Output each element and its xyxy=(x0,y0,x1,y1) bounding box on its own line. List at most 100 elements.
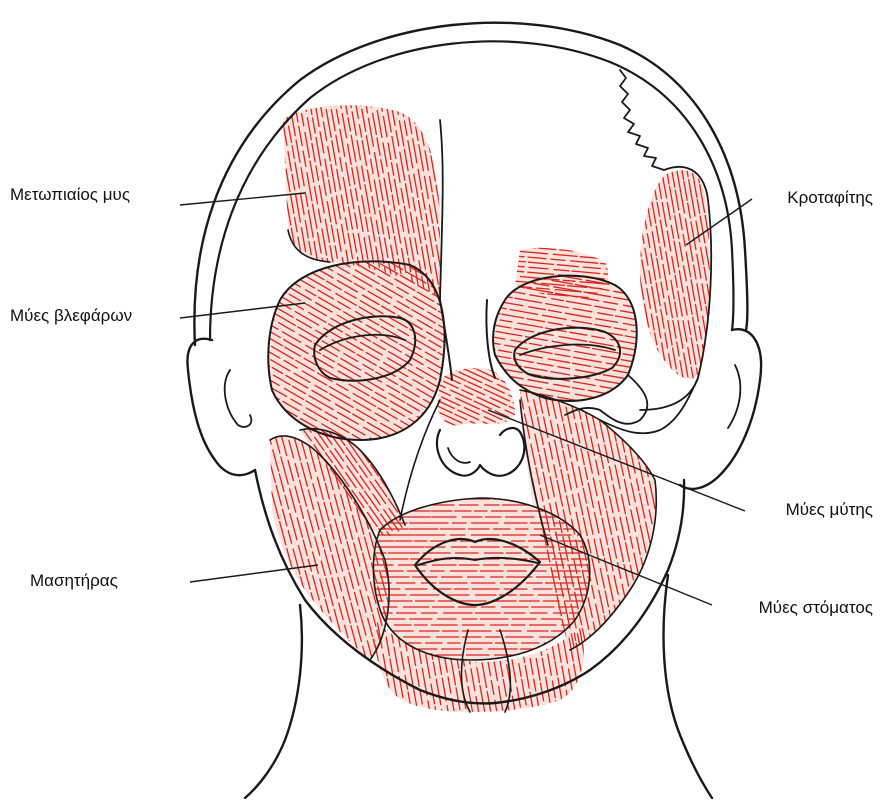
muscle-fiber xyxy=(215,603,222,627)
muscle-fiber xyxy=(226,578,233,602)
muscle-fiber xyxy=(259,273,262,291)
muscle-fiber xyxy=(536,229,561,233)
muscle-fiber xyxy=(465,34,466,37)
muscle-fiber xyxy=(697,445,701,466)
muscle-fiber xyxy=(438,79,440,88)
muscle-fiber xyxy=(805,292,807,306)
muscle-fiber xyxy=(649,383,662,385)
muscle-fiber xyxy=(262,265,268,269)
muscle-fiber xyxy=(435,64,436,67)
muscle-fiber xyxy=(435,65,436,73)
muscle-fiber xyxy=(492,227,502,229)
muscle-fiber xyxy=(663,516,668,542)
muscle-fiber xyxy=(499,235,510,236)
muscle-fiber xyxy=(773,632,778,656)
muscle-fiber xyxy=(409,426,414,445)
muscle-fiber xyxy=(781,183,782,190)
muscle-fiber xyxy=(218,419,231,427)
muscle-fiber xyxy=(444,170,448,194)
muscle-fiber xyxy=(726,609,730,626)
muscle-fiber xyxy=(326,673,332,695)
muscle-fiber xyxy=(730,358,733,375)
muscle-fiber xyxy=(488,304,503,305)
muscle-fiber xyxy=(463,52,464,55)
muscle-fiber xyxy=(271,249,281,255)
muscle-fiber xyxy=(692,566,698,592)
muscle-fiber xyxy=(777,132,779,142)
muscle-fiber xyxy=(744,147,745,151)
muscle-fiber xyxy=(473,109,478,137)
muscle-fiber xyxy=(718,374,721,386)
muscle-fiber xyxy=(597,398,612,401)
muscle-fiber xyxy=(462,187,466,212)
muscle-fiber xyxy=(442,359,462,368)
muscle-fiber xyxy=(752,222,757,248)
muscle-fiber xyxy=(215,511,218,524)
muscle-fiber xyxy=(253,422,259,444)
muscle-fiber xyxy=(708,381,709,386)
muscle-fiber xyxy=(651,607,656,630)
muscle-fiber xyxy=(328,61,332,83)
muscle-fiber xyxy=(458,78,460,89)
muscle-fiber xyxy=(458,135,463,161)
muscle-fiber xyxy=(448,284,451,300)
muscle-fiber xyxy=(172,393,192,405)
muscle-fiber xyxy=(819,370,822,389)
muscle-fiber xyxy=(463,49,464,54)
muscle-fiber xyxy=(728,477,731,492)
muscle-fiber xyxy=(496,214,504,215)
muscle-fiber xyxy=(629,158,632,174)
muscle-fiber xyxy=(712,603,716,621)
muscle-fiber xyxy=(274,272,277,286)
muscle-fiber xyxy=(463,277,473,283)
muscle-fiber xyxy=(730,154,731,162)
muscle-fiber xyxy=(496,259,512,260)
muscle-fiber xyxy=(234,222,236,235)
muscle-fiber xyxy=(759,293,763,314)
muscle-fiber xyxy=(261,396,272,403)
muscle-fiber xyxy=(473,254,483,256)
muscle-fiber xyxy=(713,145,715,157)
muscle-fiber xyxy=(393,58,394,63)
muscle-fiber xyxy=(231,257,235,280)
muscle-fiber xyxy=(773,170,774,174)
muscle-fiber xyxy=(332,87,335,105)
muscle-fiber xyxy=(492,463,496,482)
muscle-fiber xyxy=(793,338,797,359)
muscle-fiber xyxy=(524,232,537,233)
muscle-fiber xyxy=(602,633,607,655)
muscle-fiber xyxy=(612,279,624,281)
muscle-fiber xyxy=(493,264,515,268)
muscle-fiber xyxy=(418,489,425,500)
muscle-fiber xyxy=(245,400,268,414)
muscle-fiber xyxy=(480,173,485,200)
muscle-fiber xyxy=(540,228,555,229)
muscle-fiber xyxy=(497,252,509,254)
muscle-fiber xyxy=(272,630,276,645)
muscle-fiber xyxy=(634,585,640,612)
muscle-fiber xyxy=(731,578,736,602)
muscle-fiber xyxy=(307,670,314,696)
muscle-fiber xyxy=(464,447,468,464)
muscle-fiber xyxy=(775,149,776,152)
muscle-fiber xyxy=(466,95,467,98)
muscle-fiber xyxy=(283,256,305,269)
muscle-fiber xyxy=(448,439,461,445)
muscle-fiber xyxy=(353,681,356,693)
muscle-fiber xyxy=(444,115,447,129)
muscle-fiber xyxy=(209,536,215,558)
muscle-fiber xyxy=(499,457,514,464)
muscle-fiber xyxy=(669,514,674,537)
muscle-fiber xyxy=(733,471,737,492)
muscle-fiber xyxy=(275,135,279,155)
muscle-fiber xyxy=(524,227,536,229)
muscle-fiber xyxy=(656,515,661,538)
muscle-fiber xyxy=(448,317,452,319)
muscle-fiber xyxy=(473,255,485,262)
muscle-fiber xyxy=(271,230,274,245)
muscle-fiber xyxy=(739,323,744,349)
muscle-fiber xyxy=(489,166,494,192)
muscle-fiber xyxy=(477,69,478,77)
muscle-fiber xyxy=(440,65,441,67)
muscle-fiber xyxy=(435,64,436,68)
